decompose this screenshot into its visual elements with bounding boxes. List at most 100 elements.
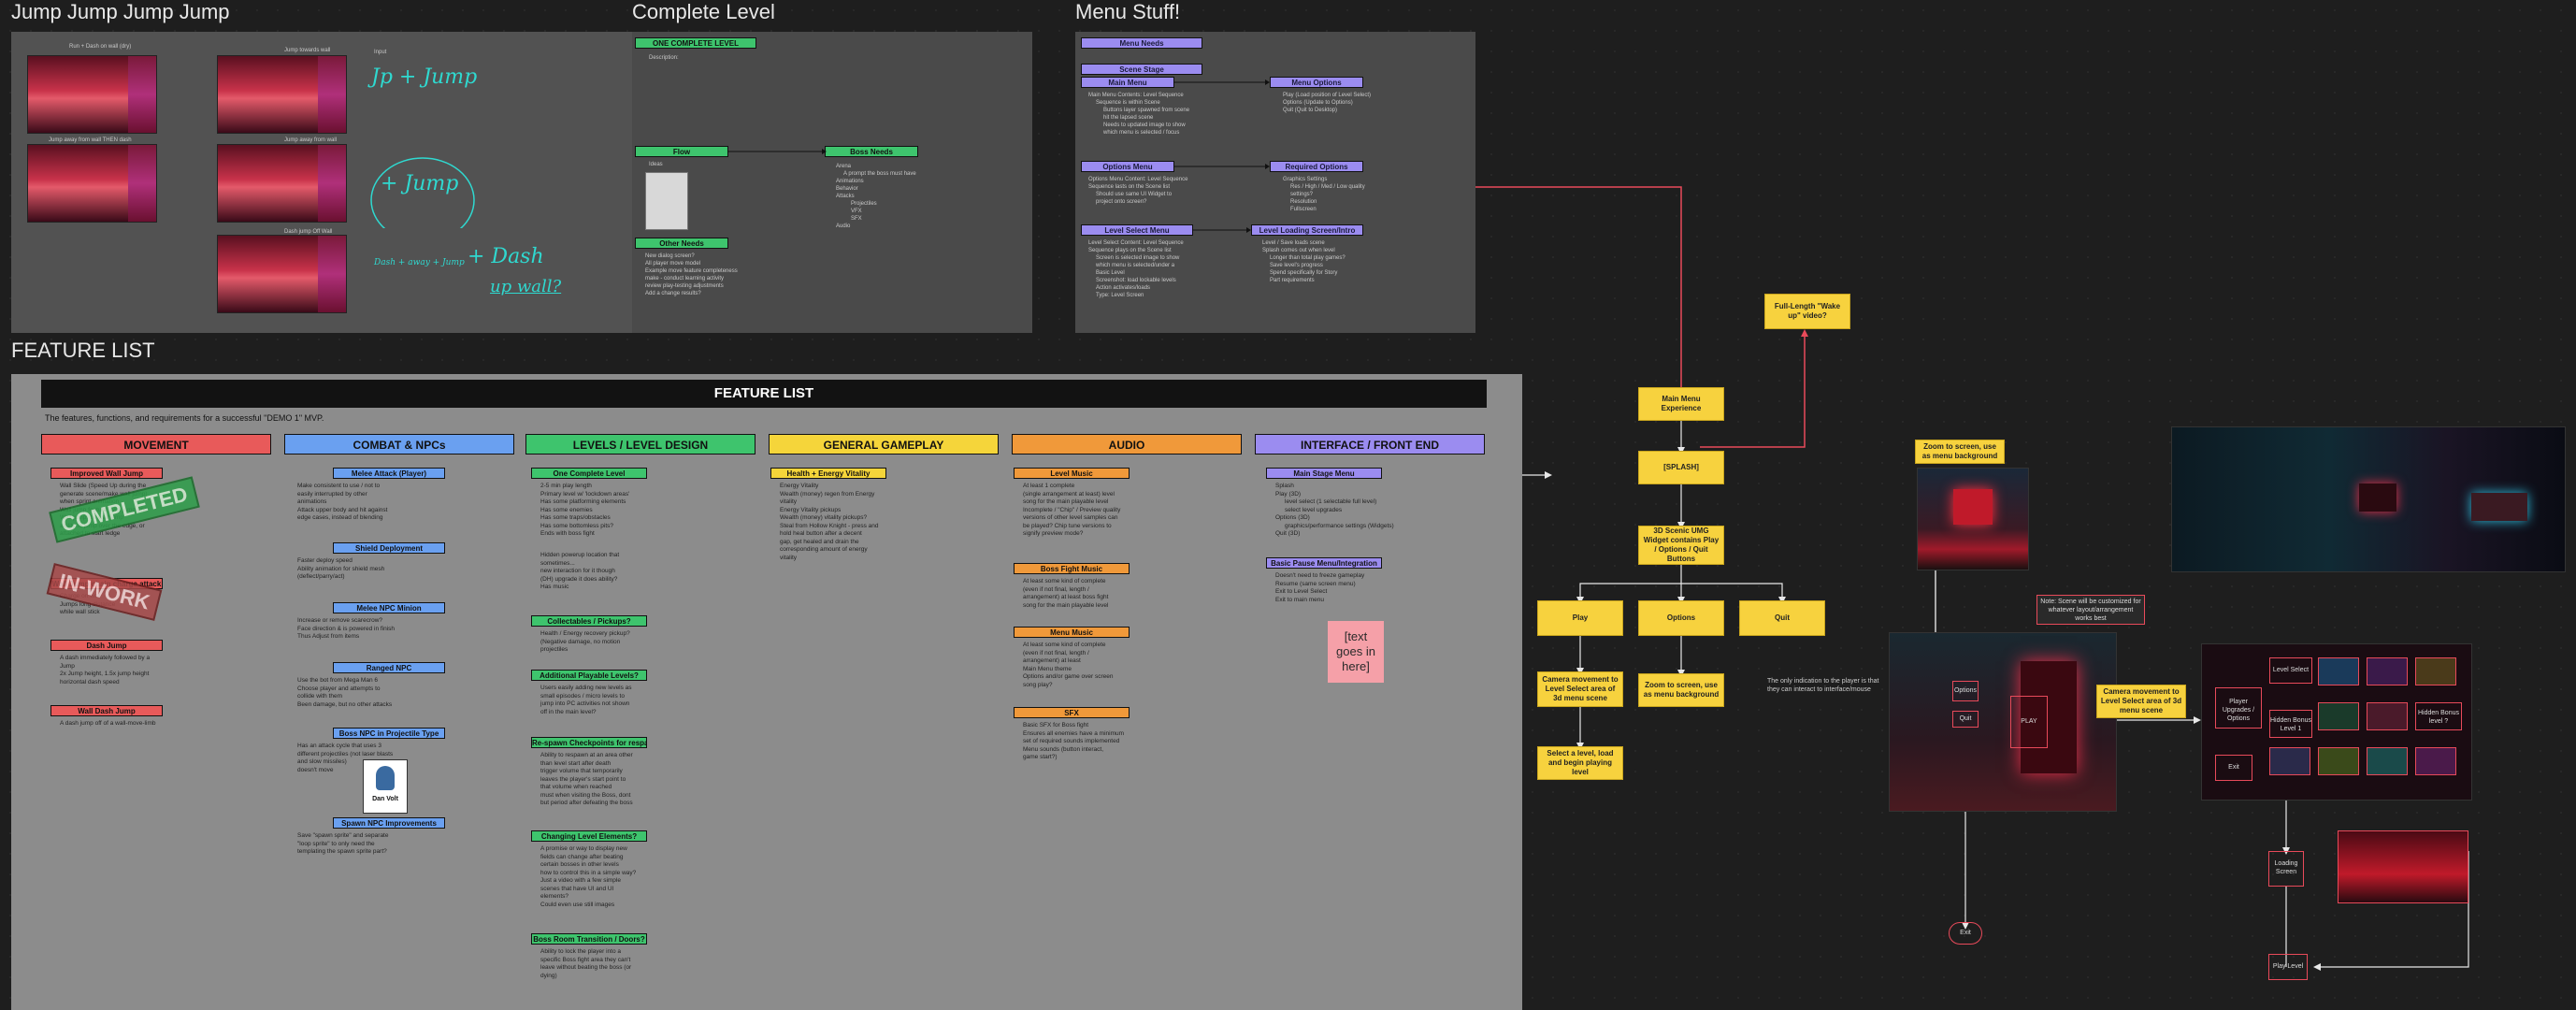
- desc-line: Options (3D): [1275, 514, 1310, 521]
- desc-line: Energy Vitality pickups: [780, 506, 842, 513]
- node-full-length-video[interactable]: Full-Length "Wake up" video?: [1764, 294, 1850, 329]
- feature-tag: SFX: [1014, 707, 1130, 718]
- desc-line: Energy Vitality: [780, 483, 819, 489]
- node-camera-level-select-right[interactable]: Camera movement to Level Select area of …: [2096, 685, 2186, 718]
- desc-line: and slow missiles): [297, 758, 347, 765]
- desc-line: Has an attack cycle that uses 3: [297, 743, 381, 749]
- desc-line: At least 1 complete: [1023, 483, 1075, 489]
- thumbnail: [217, 144, 347, 223]
- list-item: Level Select Content: Level Sequence: [1088, 240, 1184, 246]
- glow-sign: [2359, 483, 2396, 512]
- node-camera-level-select[interactable]: Camera movement to Level Select area of …: [1537, 671, 1623, 707]
- menu-label-quit[interactable]: Quit: [1952, 711, 1979, 728]
- desc-line: song play?: [1023, 681, 1053, 688]
- flow-arrow: [1174, 79, 1270, 85]
- node-main-menu-experience[interactable]: Main Menu Experience: [1638, 387, 1724, 421]
- desc-line: (Negative damage, no motion: [540, 638, 621, 645]
- menu-label-options[interactable]: Options: [1952, 681, 1979, 701]
- feature-intro: The features, functions, and requirement…: [45, 413, 324, 423]
- desc-line: Ends with boss fight: [540, 530, 595, 537]
- clip-label: Jump away from wall THEN dash: [49, 137, 132, 143]
- frame-jump[interactable]: Run + Dash on wall (dry) Jump towards wa…: [11, 32, 633, 333]
- feature-desc: A dash immediately followed by a Jump 2x…: [60, 655, 247, 686]
- node-options[interactable]: Options: [1638, 600, 1724, 636]
- menu-options-notes: Play (Load position of Level Select) Opt…: [1283, 92, 1371, 114]
- tag-options-menu: Options Menu: [1081, 161, 1174, 172]
- list-item: Splash comes out when level: [1262, 248, 1335, 253]
- node-zoom-screen-options[interactable]: Zoom to screen, use as menu background: [1638, 673, 1724, 707]
- desc-line: Primary level w/ 'lockdown areas': [540, 490, 630, 498]
- desc-line: hold heal button after a decent: [780, 530, 862, 537]
- list-item: Options Menu Content: Level Sequence: [1088, 177, 1188, 182]
- list-item: Longer than total play games?: [1270, 255, 1346, 261]
- node-scenic-widget[interactable]: 3D Scenic UMG Widget contains Play / Opt…: [1638, 526, 1724, 565]
- feature-desc: Health / Energy recovery pickup? (Negati…: [540, 630, 746, 655]
- desc-line: set of required sounds implemented: [1023, 738, 1120, 744]
- node-play-level[interactable]: Play Level: [2268, 954, 2308, 980]
- desc-line: Incomplete / "Chip" / Preview quality: [1023, 506, 1121, 513]
- list-item: All player move model: [645, 261, 701, 267]
- list-item: SFX: [851, 216, 862, 222]
- feature-desc: Ability to respawn at an area other than…: [540, 752, 746, 808]
- desc-line: Ability animation for shield mesh: [297, 565, 385, 572]
- desc-line: projectiles: [540, 646, 568, 653]
- column-header-gameplay: GENERAL GAMEPLAY: [769, 434, 999, 454]
- level-grid-cell[interactable]: Player Upgrades / Options: [2215, 687, 2262, 729]
- menu-door: [2021, 661, 2077, 773]
- clip-label: Dash jump Off Wall: [284, 229, 333, 235]
- level-grid-cell[interactable]: Hidden Bonus level ?: [2415, 702, 2462, 730]
- list-item: make - conduct learning activity: [645, 276, 725, 281]
- desc-line: Basic SFX for Boss fight: [1023, 722, 1089, 729]
- menu-label-play[interactable]: PLAY: [2010, 696, 2048, 748]
- placeholder-note[interactable]: [text goes in here]: [1328, 621, 1384, 683]
- level-grid-cell[interactable]: Exit: [2215, 755, 2252, 781]
- desc-line: new interaction for it though: [540, 568, 615, 574]
- node-select-level[interactable]: Select a level, load and begin playing l…: [1537, 746, 1623, 780]
- desc-line: Choose player and attempts to: [297, 685, 381, 692]
- tag-scene-stage: Scene Stage: [1081, 64, 1202, 75]
- desc-line: Make consistent to use / not to: [297, 483, 381, 489]
- frame-feature-list[interactable]: FEATURE LIST The features, functions, an…: [11, 374, 1522, 1010]
- list-item: Audio: [836, 224, 851, 229]
- list-item: Fullscreen: [1290, 207, 1317, 212]
- feature-desc: At least some kind of complete (even if …: [1023, 578, 1229, 610]
- node-splash[interactable]: [SPLASH]: [1638, 451, 1724, 484]
- desc-line: Main Menu theme: [1023, 665, 1072, 672]
- character-name: Dan Volt: [372, 796, 398, 802]
- scene-image-loading: [2338, 830, 2468, 903]
- level-grid-cell[interactable]: Level Select: [2269, 657, 2312, 684]
- scene-image-room-wide: [2171, 426, 2566, 572]
- node-zoom-screen-top[interactable]: Zoom to screen, use as menu background: [1915, 440, 2005, 464]
- level-grid-cell[interactable]: Hidden Bonus Level 1: [2269, 710, 2312, 738]
- feature-desc: A dash jump off of a wall-move-limb: [60, 720, 247, 729]
- feature-tag: Melee Attack (Player): [333, 468, 445, 479]
- handwriting: Dash + away + Jump: [374, 258, 465, 267]
- desc-line: At least some kind of complete: [1023, 578, 1106, 584]
- desc-line: elements?: [540, 893, 568, 900]
- glow-sign: [2471, 493, 2527, 521]
- desc-line: Has some traps/obstacles: [540, 514, 611, 521]
- frame-menu[interactable]: Menu Needs Scene Stage Main Menu Menu Op…: [1075, 32, 1475, 333]
- exit-circle[interactable]: Exit: [1949, 922, 1982, 945]
- feature-tag: One Complete Level: [531, 468, 647, 479]
- desc-line: edge cases, instead of blending: [297, 514, 383, 521]
- feature-desc: Splash Play (3D) level select (1 selecta…: [1275, 483, 1481, 539]
- desc-line: Doesn't need to freeze gameplay: [1275, 572, 1365, 579]
- list-item: Res / High / Med / Low quality: [1290, 184, 1365, 190]
- list-item: Screen is selected image to show: [1096, 255, 1180, 261]
- frame-level[interactable]: ONE COMPLETE LEVEL Description: Flow Bos…: [632, 32, 1032, 333]
- frame-title-menu: Menu Stuff!: [1075, 0, 1181, 23]
- desc-line: Has some bottomless pits?: [540, 522, 614, 529]
- tag-boss-needs: Boss Needs: [825, 146, 918, 157]
- list-item: VFX: [851, 209, 862, 214]
- node-quit[interactable]: Quit: [1739, 600, 1825, 636]
- list-item: Sequence lasts on the Scene list: [1088, 184, 1171, 190]
- feature-desc: Use the bot from Mega Man 6 Choose playe…: [297, 677, 494, 709]
- desc-line: doesn't move: [297, 766, 334, 773]
- options-notes: Options Menu Content: Level Sequence Seq…: [1088, 176, 1187, 206]
- node-play[interactable]: Play: [1537, 600, 1623, 636]
- node-loading-screen[interactable]: Loading Screen: [2268, 851, 2304, 887]
- desc-line: level select (1 selectable full level): [1285, 498, 1377, 505]
- thumbnail: [27, 55, 157, 134]
- feature-tag: Health + Energy Vitality: [770, 468, 886, 479]
